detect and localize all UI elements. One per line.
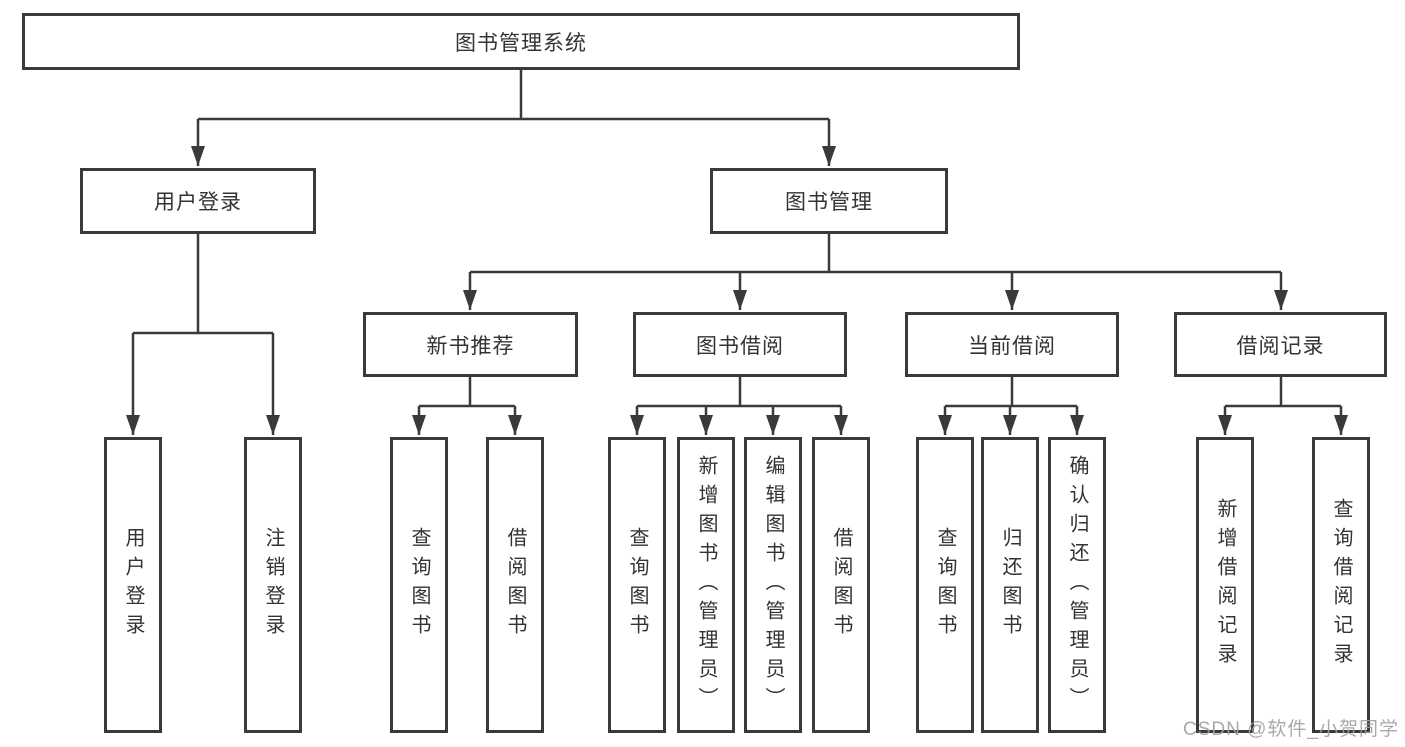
leaf-borrow-query-books: 查询图书	[608, 437, 666, 733]
node-book-management: 图书管理	[710, 168, 948, 234]
node-new-book-recommendation: 新书推荐	[363, 312, 578, 377]
node-current-borrowing: 当前借阅	[905, 312, 1119, 377]
node-root-system: 图书管理系统	[22, 13, 1020, 70]
leaf-user-login: 用户登录	[104, 437, 162, 733]
leaf-add-books-admin: 新增图书（管理员）	[677, 437, 735, 733]
leaf-current-query-books: 查询图书	[916, 437, 974, 733]
node-user-login: 用户登录	[80, 168, 316, 234]
leaf-edit-books-admin: 编辑图书（管理员）	[744, 437, 802, 733]
leaf-confirm-return-admin: 确认归还（管理员）	[1048, 437, 1106, 733]
leaf-return-books: 归还图书	[981, 437, 1039, 733]
node-borrowing-records: 借阅记录	[1174, 312, 1387, 377]
node-book-borrowing: 图书借阅	[633, 312, 847, 377]
leaf-newbook-borrow-books: 借阅图书	[486, 437, 544, 733]
csdn-watermark: CSDN @软件_小贺同学	[1183, 719, 1399, 740]
leaf-query-borrow-record: 查询借阅记录	[1312, 437, 1370, 733]
leaf-newbook-query-books: 查询图书	[390, 437, 448, 733]
leaf-add-borrow-record: 新增借阅记录	[1196, 437, 1254, 733]
leaf-logout: 注销登录	[244, 437, 302, 733]
leaf-borrow-books: 借阅图书	[812, 437, 870, 733]
